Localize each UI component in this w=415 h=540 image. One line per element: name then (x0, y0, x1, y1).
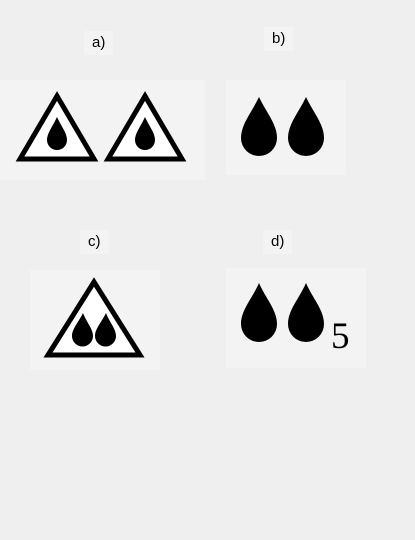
warning-triangle-icon (103, 91, 187, 162)
panel-a-graphic (15, 91, 187, 162)
panel-d-label: d) (263, 230, 293, 254)
panel-a-symbol (0, 80, 205, 180)
water-drop-icon (95, 313, 116, 347)
panel-d-symbol: 5 (226, 268, 366, 368)
panel-b-label: b) (264, 27, 294, 51)
panel-d-graphic (241, 283, 324, 342)
water-drop-icon (288, 97, 324, 156)
water-drop-icon (47, 117, 67, 150)
panel-c-symbol (30, 270, 160, 370)
panel-c-label: c) (80, 230, 109, 254)
warning-triangle-icon (15, 91, 99, 162)
water-drop-icon (72, 313, 93, 347)
water-drop-icon (135, 117, 155, 150)
warning-triangle-icon (43, 277, 145, 358)
panel-c-graphic (43, 277, 145, 358)
panel-b-graphic (241, 97, 324, 156)
water-drop-icon (288, 283, 324, 342)
panel-a-label: a) (84, 31, 114, 55)
panel-d-number: 5 (331, 316, 350, 357)
water-drop-icon (241, 283, 277, 342)
panel-b-symbol (226, 80, 346, 175)
water-drop-icon (241, 97, 277, 156)
